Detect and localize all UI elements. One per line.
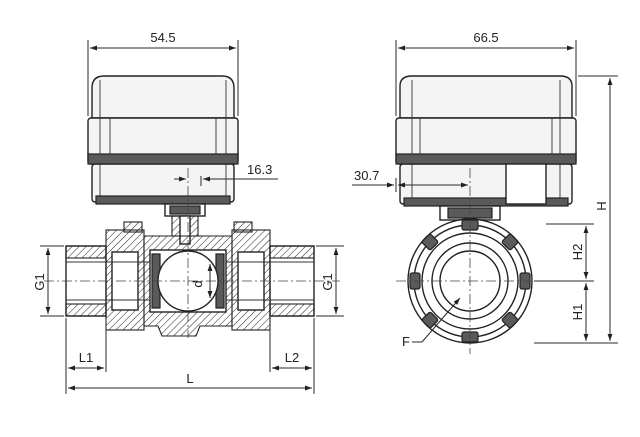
dim-height-label: H [594,201,609,210]
side-actuator [395,75,577,239]
dim-port-right-label: G1 [320,273,335,290]
dim-thread-right-label: L2 [285,350,299,365]
dim-side-width-label: 66.5 [473,30,498,45]
dim-bore: d [190,264,213,298]
dim-thread-left: L1 [65,318,107,394]
dim-side-offset-label: 30.7 [354,168,379,183]
dim-height: H [534,75,618,344]
dim-stem-offset-label: 16.3 [247,162,272,177]
side-view: 66.5 30.7 H H2 H1 [352,30,618,354]
dim-side-width: 66.5 [395,30,577,116]
dim-front-width: 54.5 [87,30,239,116]
dim-thread-right: L2 [269,318,315,394]
dim-port-left-label: G1 [32,273,47,290]
dim-h2: H2 [534,223,594,282]
dim-length-label: L [186,371,193,386]
front-view: 54.5 16.3 G1 G1 d [32,30,344,394]
dim-length: L [68,371,312,391]
dim-face: F [402,297,461,349]
dim-h1-label: H1 [570,304,585,321]
front-actuator [87,75,239,245]
dim-h2-label: H2 [570,244,585,261]
dim-port-left: G1 [32,245,64,317]
dim-face-label: F [402,334,410,349]
dim-side-offset: 30.7 [352,168,468,192]
front-valve-body [65,221,315,337]
dim-port-right: G1 [316,245,344,317]
dim-stem-offset: 16.3 [174,162,278,186]
dim-bore-label: d [190,280,205,287]
dim-h1: H1 [570,283,589,341]
dim-front-width-label: 54.5 [150,30,175,45]
dim-thread-left-label: L1 [79,350,93,365]
